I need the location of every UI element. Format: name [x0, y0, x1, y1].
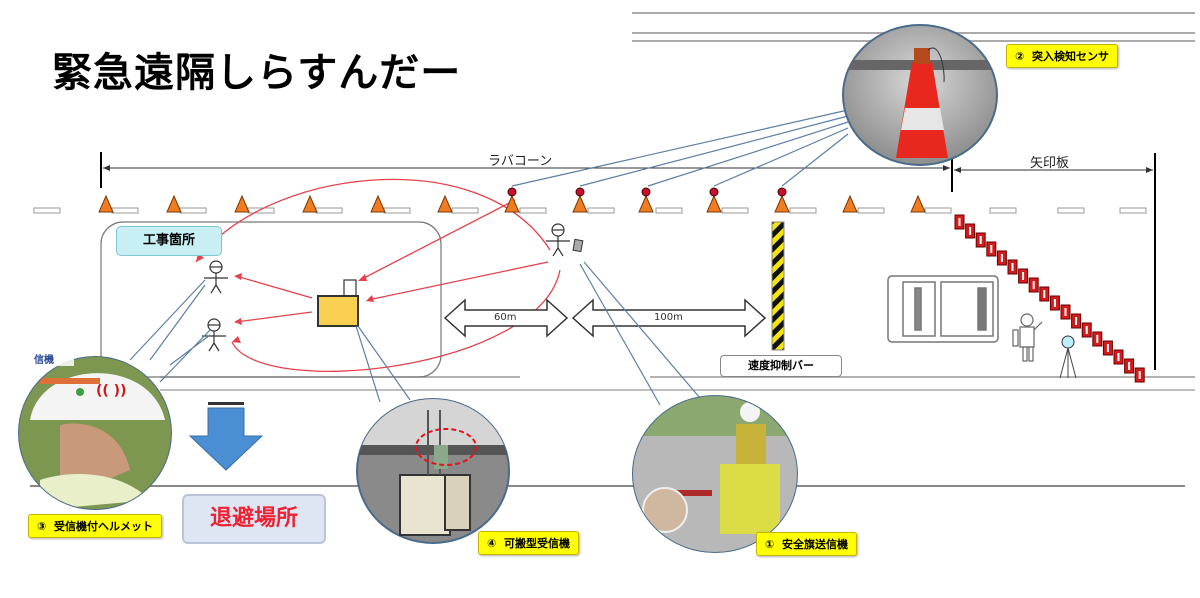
signal-lines: [195, 178, 561, 372]
callout-text: 安全旗送信機: [782, 538, 848, 551]
rubber-cone: [437, 194, 453, 213]
lane-dash: [451, 207, 479, 214]
lane-dash: [1119, 207, 1147, 214]
arrow-board-sign: [965, 223, 976, 239]
arrow-board-sign: [1018, 268, 1029, 284]
rubber-cone: [370, 194, 386, 213]
work-site-area: [100, 221, 442, 378]
lane-dash: [179, 207, 207, 214]
lane-dash: [1057, 207, 1085, 214]
arrow-board-sign: [1113, 349, 1124, 365]
sensor-photo-circle: [842, 24, 998, 166]
speed-bar-label: 速度抑制バー: [720, 355, 842, 377]
helmet-photo-tag: 信機: [34, 353, 54, 366]
arrow-board-sign: [1102, 340, 1113, 356]
lane-dash: [587, 207, 615, 214]
arrow-board-sign: [975, 232, 986, 248]
rubber-cone-label: ラバコーン: [488, 154, 553, 169]
callout-text: 可搬型受信機: [504, 537, 570, 550]
helmet-photo-circle: (( )) 信機: [18, 352, 172, 510]
rubber-cone: [98, 194, 114, 213]
dimension-rubber-cone: [100, 152, 950, 188]
callout-text: 受信機付ヘルメット: [54, 520, 153, 533]
work-site-label: 工事箇所: [116, 226, 222, 256]
lane-dash: [33, 207, 61, 214]
arrow-board-sign: [1007, 259, 1018, 275]
workers: [202, 223, 584, 352]
worker-icon: [204, 260, 228, 294]
distance-arrow-100m: [571, 298, 767, 338]
portable-receiver-icon: [317, 279, 359, 327]
lane-dash: [789, 207, 817, 214]
dimension-arrow-board: [951, 153, 1156, 370]
sensor-cone: [572, 187, 588, 213]
arrow-board-sign: [1134, 367, 1145, 383]
sensor-cone: [706, 187, 722, 213]
arrow-board-sign: [1081, 322, 1092, 338]
arrow-board-sign: [986, 241, 997, 257]
evacuation-area-label: 退避場所: [182, 494, 326, 544]
distance-60m-label: 60m: [494, 312, 517, 323]
lane-dash: [989, 207, 1017, 214]
sensor-leader-lines: [511, 109, 849, 187]
lane-dash: [857, 207, 885, 214]
sensor-cone: [638, 187, 654, 213]
arrow-board-sign: [1049, 295, 1060, 311]
page-title: 緊急遠隔しらすんだー: [52, 50, 462, 96]
rubber-cone: [842, 194, 858, 213]
svg-text:(( )): (( )): [96, 383, 126, 399]
lane-dash: [111, 207, 139, 214]
vehicle-icon: [887, 275, 999, 343]
arrow-board-signs: [954, 214, 1145, 383]
callout-text: 突入検知センサ: [1032, 50, 1109, 63]
receiver-photo-circle: [356, 398, 510, 544]
arrow-board-sign: [1028, 277, 1039, 293]
flag-transmitter-worker-icon: [546, 223, 584, 257]
callout-transmitter: ① 安全旗送信機: [756, 532, 857, 556]
callout-number: ①: [765, 538, 775, 551]
flagger-icon: [1012, 313, 1043, 362]
callout-number: ②: [1015, 50, 1025, 63]
arrow-board-sign: [1039, 286, 1050, 302]
callout-sensor: ② 突入検知センサ: [1006, 44, 1118, 68]
lane-dash: [519, 207, 547, 214]
signal-arrowheads: [196, 253, 374, 343]
warning-light-icon: [1059, 335, 1077, 379]
distance-100m-label: 100m: [654, 312, 683, 323]
callout-number: ③: [37, 520, 47, 533]
arrow-board-sign: [954, 214, 965, 230]
lane-dash: [924, 207, 952, 214]
arrow-board-sign: [1092, 331, 1103, 347]
worker-icon: [202, 318, 226, 352]
callout-helmet: ③ 受信機付ヘルメット: [28, 514, 162, 538]
sensor-cone: [504, 187, 520, 213]
photo-leader-lines: [129, 261, 701, 406]
callout-receiver: ④ 可搬型受信機: [478, 531, 579, 555]
arrow-board-sign: [996, 250, 1007, 266]
arrow-board-sign: [1071, 313, 1082, 329]
arrow-board-sign: [1124, 358, 1135, 374]
evacuation-arrow-icon: [188, 402, 264, 471]
distance-arrow-60m: [443, 298, 569, 338]
rubber-cone: [234, 194, 250, 213]
lane-dash: [315, 207, 343, 214]
arrow-board-sign: [1060, 304, 1071, 320]
rubber-cone: [302, 194, 318, 213]
sensor-cone: [774, 187, 790, 213]
rubber-cones: [98, 187, 926, 213]
rubber-cone: [166, 194, 182, 213]
speed-control-bar: [771, 221, 785, 351]
rubber-cone: [910, 194, 926, 213]
lane-dashes: [33, 207, 1147, 214]
lane-dash: [655, 207, 683, 214]
arrow-board-label: 矢印板: [1030, 156, 1070, 171]
callout-number: ④: [487, 537, 497, 550]
lane-dash: [721, 207, 749, 214]
lane-dash: [383, 207, 411, 214]
